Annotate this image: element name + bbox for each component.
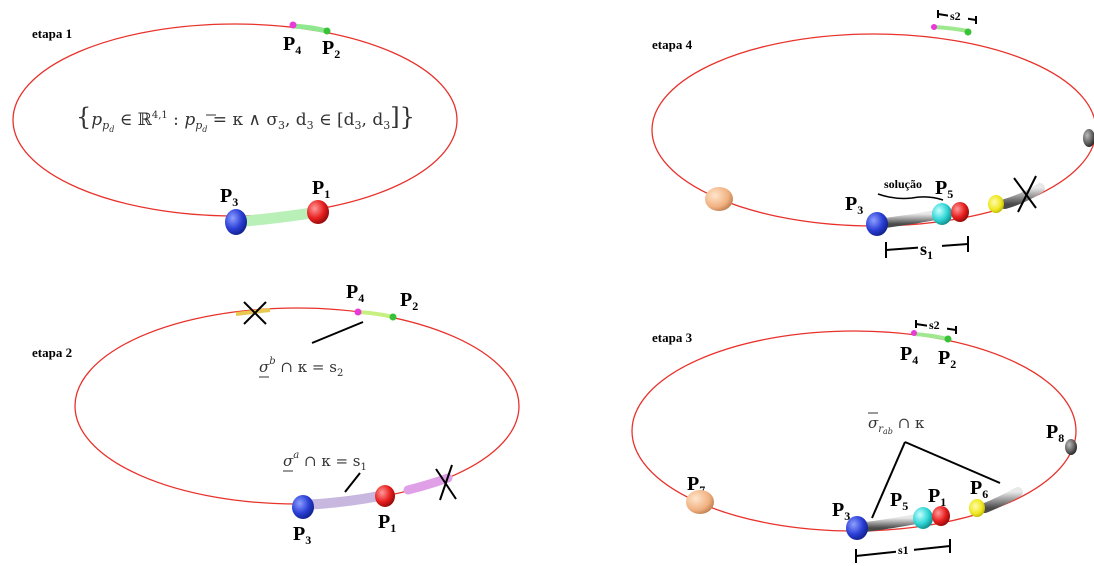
- stage-label: etapa 1: [32, 26, 72, 41]
- label-p3: P3: [832, 499, 850, 523]
- point-p8-sphere: [1083, 129, 1094, 147]
- label-p4: P4: [346, 281, 364, 305]
- point-p3-sphere: [225, 209, 247, 235]
- stage-label: etapa 4: [652, 37, 693, 52]
- label-p2: P2: [938, 347, 956, 371]
- cross-mark: [243, 301, 267, 325]
- label-p3: P3: [293, 523, 311, 547]
- s2-label: s2: [929, 318, 940, 332]
- point-p3-sphere: [866, 212, 888, 236]
- stage-label: etapa 3: [652, 330, 693, 345]
- label-p1: P1: [378, 511, 396, 535]
- label-p5: P5: [935, 177, 953, 201]
- point-p1-sphere: [307, 200, 329, 224]
- arc-segment-tube: [230, 206, 324, 228]
- pointer-line: [904, 441, 1001, 484]
- point-p7-sphere: [705, 187, 733, 211]
- point-p3-sphere: [846, 516, 868, 540]
- label-p1: P1: [928, 485, 946, 509]
- label-p2: P2: [400, 289, 418, 313]
- point-p1-sphere: [951, 202, 969, 222]
- label-p2: P2: [322, 37, 340, 61]
- equation-s1: σa ∩ κ = s1: [283, 450, 367, 473]
- arc-segment-green: [357, 310, 394, 319]
- arc-segment-tube: [298, 490, 390, 510]
- arc-segment-rejected: [1000, 183, 1045, 209]
- point-p1-sphere: [932, 506, 950, 526]
- arc-segment-green: [913, 332, 949, 341]
- cross-mark: [1013, 177, 1037, 209]
- label-p3: P3: [845, 193, 863, 217]
- point-p4-marker: [931, 24, 937, 30]
- panel-etapa-3: etapa 3 s2 P4 P2 σrab ∩ κ P8 P7 P3 P5 P1: [631, 318, 1077, 563]
- arc-segment-green: [292, 23, 328, 34]
- point-p3-sphere: [292, 495, 314, 519]
- label-p1: P1: [312, 177, 330, 201]
- s1-label-bg: [896, 544, 914, 556]
- point-p5-sphere: [932, 203, 952, 225]
- cross-mark: [439, 464, 453, 501]
- s2-label-bg: [927, 321, 947, 331]
- s2-label-bg: [948, 12, 968, 22]
- circle-kappa: [74, 307, 520, 505]
- point-p5-sphere: [913, 507, 933, 529]
- s1-label-bg: [918, 236, 942, 258]
- equation-s2: σb ∩ κ = s2: [259, 356, 343, 379]
- point-p7-sphere: [686, 490, 714, 514]
- s2-label: s2: [950, 9, 961, 23]
- pointer-line: [344, 472, 361, 493]
- point-p2-marker: [964, 28, 972, 36]
- arc-segment-green: [933, 25, 969, 33]
- arc-segment-rejected: [403, 473, 453, 495]
- cross-mark: [1017, 175, 1037, 213]
- point-p4-marker: [289, 21, 297, 29]
- panel-etapa-2: etapa 2 P4 P2 σb ∩ κ = s2 σa ∩ κ = s1 P3…: [32, 281, 520, 547]
- pointer-line: [311, 321, 364, 344]
- point-p6-sphere: [969, 499, 985, 517]
- label-p4: P4: [283, 33, 301, 57]
- point-p4-marker: [911, 330, 917, 336]
- pointer-line: [871, 441, 906, 519]
- point-p2-marker: [944, 335, 952, 343]
- panel-etapa-1: etapa 1 P4 P2 {ppd ∈ ℝ4,1 : ppd = κ ∧ σ3…: [12, 21, 458, 235]
- arc-segment-p6: [980, 487, 1023, 513]
- solution-brace: [877, 193, 944, 201]
- solution-label: solução: [884, 177, 922, 191]
- point-p2-marker: [389, 313, 397, 321]
- label-p8: P8: [1046, 421, 1064, 445]
- equation-rab: σrab ∩ κ: [868, 414, 925, 436]
- panel-etapa-4: etapa 4 s2 solução P3 P5 s1: [651, 9, 1094, 262]
- point-p2-marker: [323, 27, 331, 35]
- formula-set: {ppd ∈ ℝ4,1 : ppd = κ ∧ σ3, d3 ∈ [d3, d3…: [76, 103, 415, 134]
- label-p4: P4: [900, 343, 918, 367]
- stage-label: etapa 2: [32, 345, 72, 360]
- label-p6: P6: [970, 477, 988, 501]
- s1-label: s1: [920, 239, 933, 262]
- point-p1-sphere: [375, 485, 395, 507]
- point-p8-sphere: [1065, 439, 1077, 455]
- point-p6-sphere: [988, 195, 1004, 213]
- label-p5: P5: [890, 489, 908, 513]
- point-p4-marker: [354, 308, 362, 316]
- label-p7: P7: [687, 473, 705, 497]
- label-p3: P3: [220, 185, 238, 209]
- arc-segment-rejected: [235, 308, 271, 316]
- s1-label: s1: [898, 543, 909, 557]
